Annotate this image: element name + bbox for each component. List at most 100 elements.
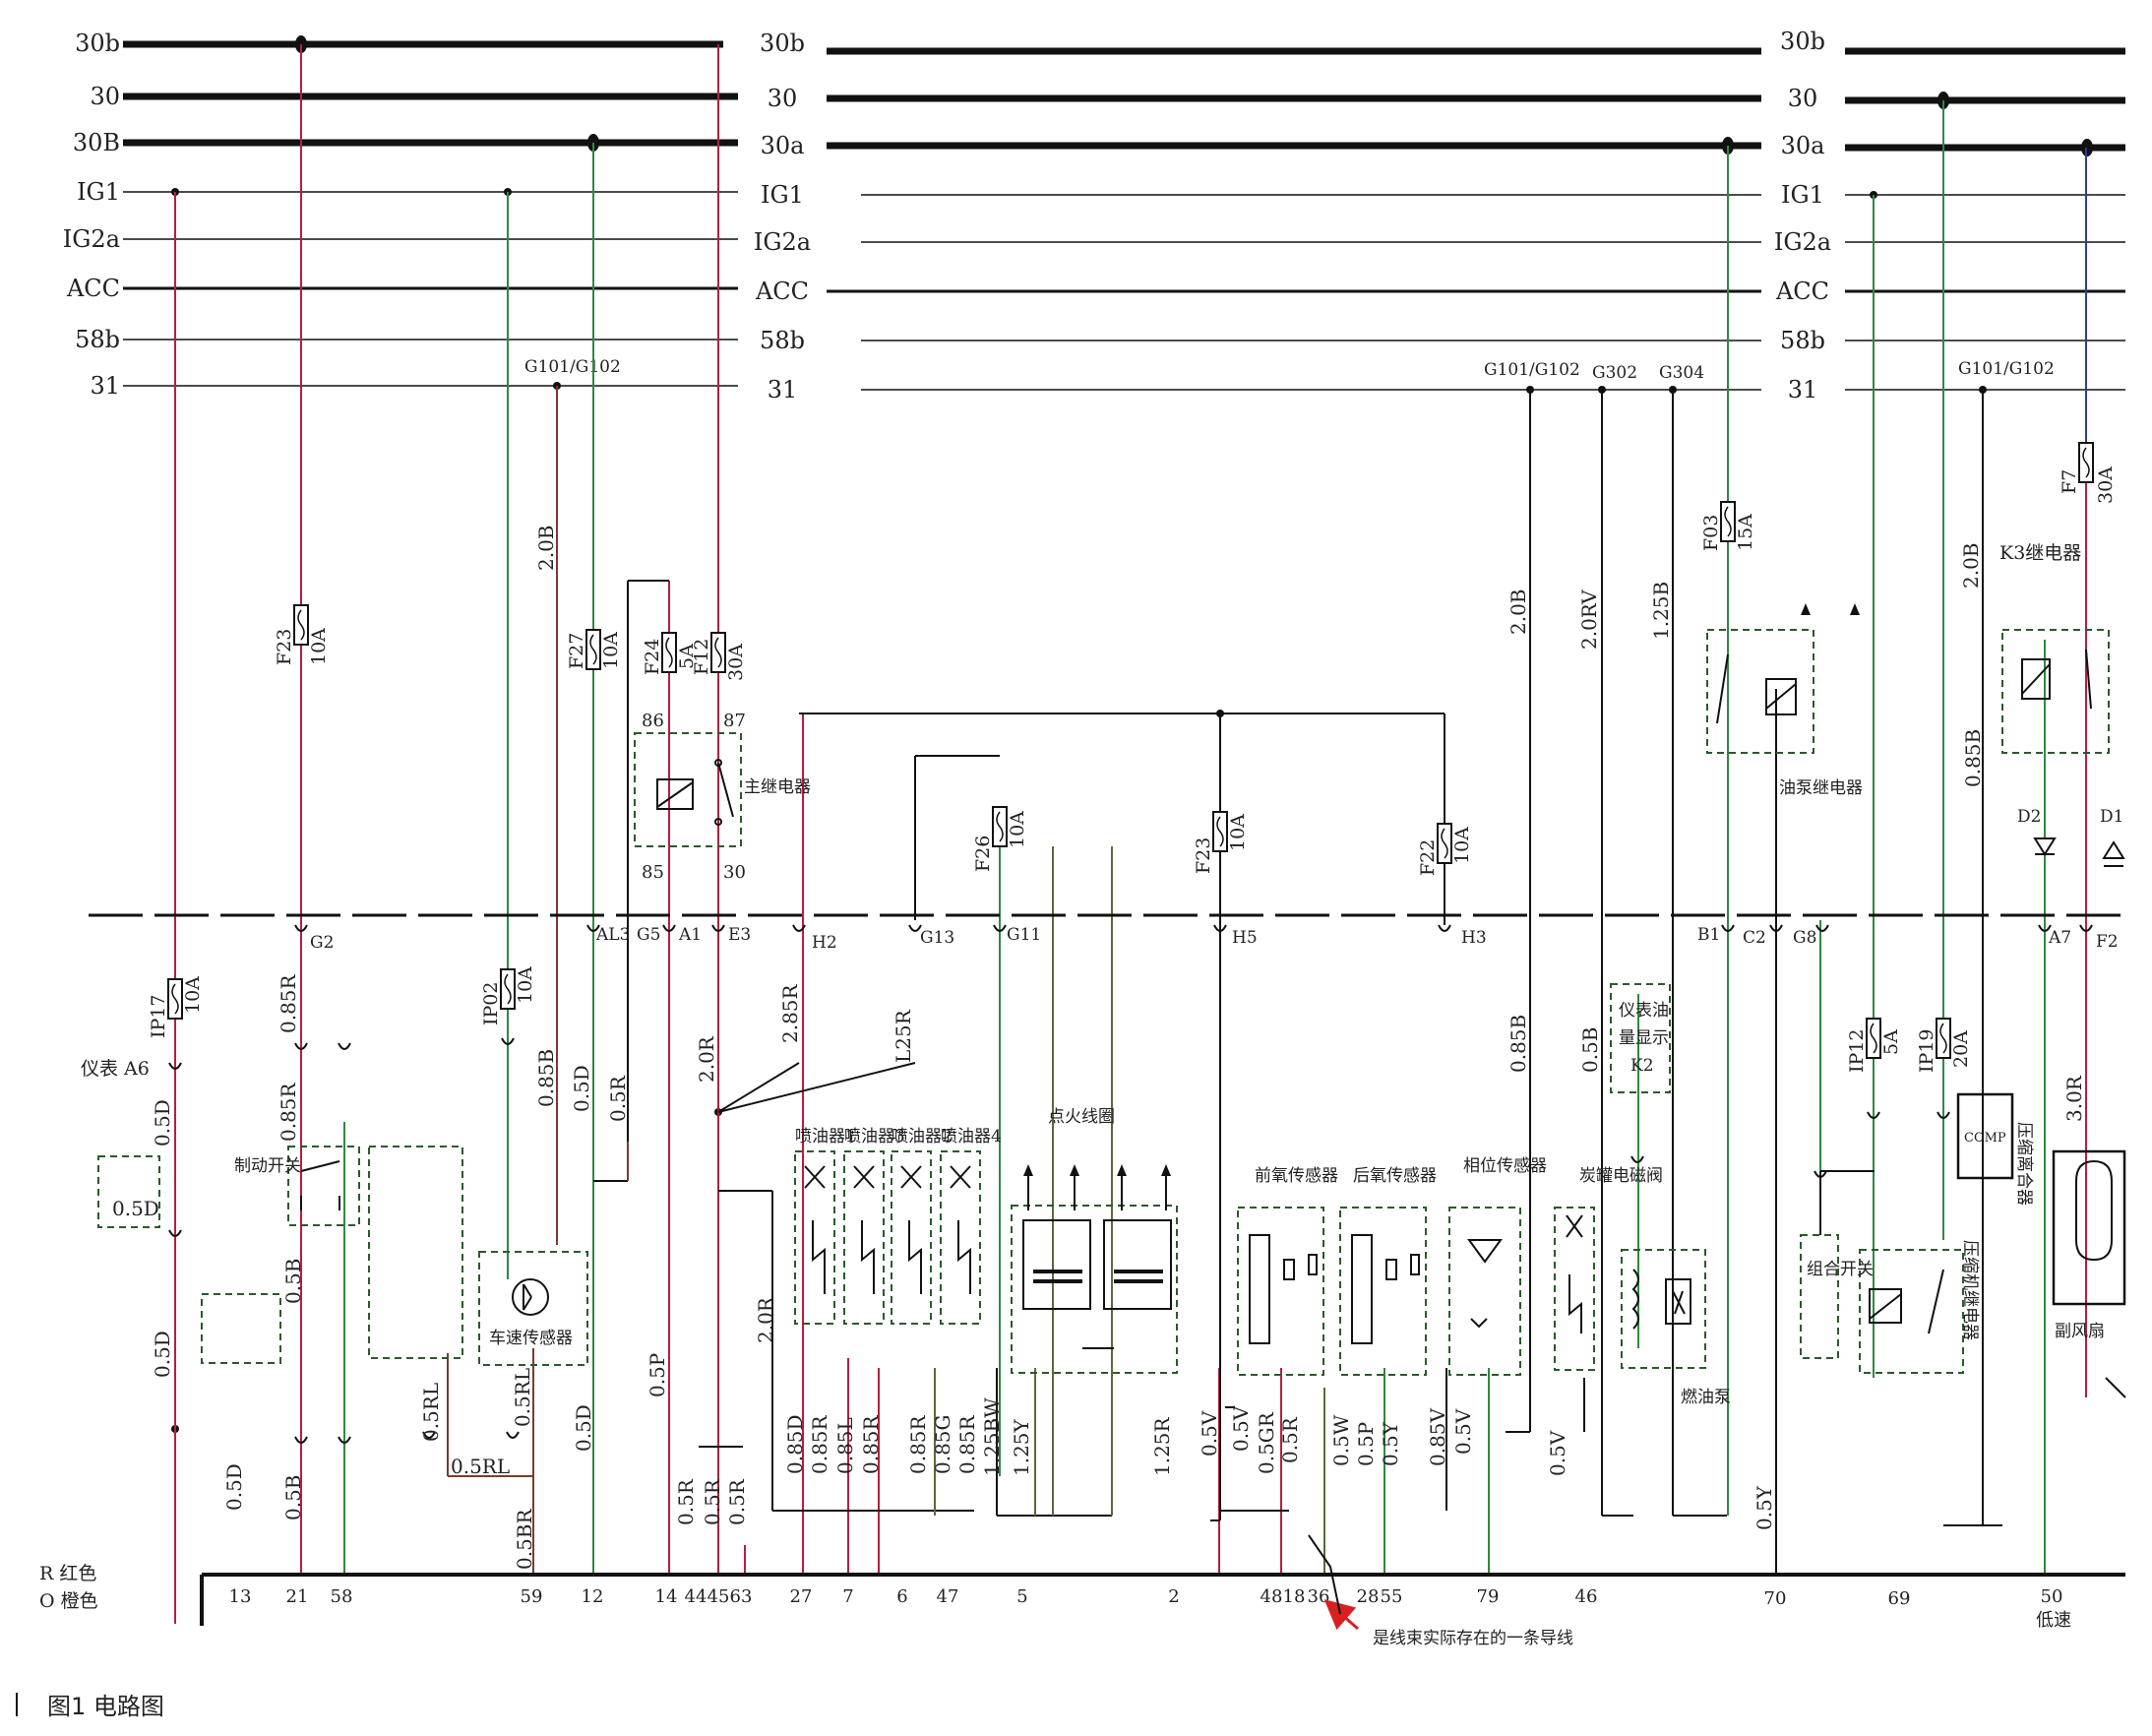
rail-label-right-30: 30	[1788, 85, 1818, 112]
conn-b1: B1	[1697, 925, 1720, 945]
conn-f2: F2	[2096, 932, 2119, 952]
wire-lower-40: 0.85V	[1426, 1407, 1449, 1466]
ecu-pin-labels: 13 21 58 59 12 14 44 45 63 27 7 6 47 5 2…	[229, 1586, 2071, 1631]
wire-lower-38: 0.5P	[1354, 1422, 1378, 1466]
rail-label-30: 30	[90, 83, 120, 110]
injector-1-box	[794, 1150, 835, 1325]
wire-lower-25: 0.85L	[833, 1417, 857, 1474]
ac-relay-box	[1859, 1249, 1964, 1374]
wire-upper-1: 2.0B	[534, 525, 558, 571]
ecu-pin-46: 46	[1575, 1586, 1598, 1607]
wire-lower-1: 0.5D	[112, 1197, 159, 1220]
wire-lower-4: 0.85R	[277, 1082, 300, 1142]
conn-g2: G2	[310, 933, 334, 953]
wire-lower-28: 0.85G	[931, 1414, 954, 1474]
fuse-f23b-label: F23	[1193, 837, 1214, 874]
rail-label-right-30b: 30b	[1780, 28, 1825, 55]
rail-label-right-ig1: IG1	[1781, 181, 1824, 209]
injector-3-label: 喷油器3	[844, 1127, 905, 1147]
phase-sensor-box	[1448, 1207, 1521, 1376]
ecu-pin-13: 13	[229, 1586, 252, 1607]
fuse-ip19-rating: 20A	[1950, 1030, 1972, 1068]
fuse-f12-label: F12	[691, 639, 712, 675]
conn-h2: H2	[812, 933, 837, 953]
rear-o2-label: 后氧传感器	[1353, 1166, 1437, 1186]
fuse-f7-label: F7	[2059, 469, 2080, 494]
main-relay-box	[634, 732, 742, 847]
wire-upper-6: 0.85B	[1961, 729, 1985, 787]
injector-4-label: 喷油器4	[941, 1127, 1002, 1147]
wire-upper-2: 2.0B	[1506, 589, 1530, 635]
wire-lower-30: 1.25BW	[980, 1397, 1004, 1476]
wire-lower-6: 0.5B	[281, 1474, 305, 1520]
wire-lower-35: 0.5GR	[1255, 1411, 1278, 1474]
figure-caption: 图1 电路图	[47, 1693, 164, 1720]
wire-lower-42: 0.85B	[1506, 1015, 1530, 1073]
conn-a1: A1	[678, 925, 702, 945]
component-boxes	[97, 629, 2110, 1376]
wire-lower-24: 0.85R	[808, 1414, 831, 1474]
fuse-ip17-label: IP17	[148, 995, 169, 1038]
rail-labels-mid: 30b 30 30a IG1 IG2a ACC 58b 31	[754, 30, 811, 403]
ecu-pin-45: 45	[707, 1586, 730, 1607]
ecu-pin-79: 79	[1477, 1586, 1500, 1607]
fuel-gauge-box	[1610, 983, 1671, 1093]
junction-dots	[171, 35, 2093, 1433]
rail-label-mid-ig1: IG1	[761, 181, 804, 209]
rail-label-30B: 30B	[73, 129, 120, 156]
conn-g5: G5	[637, 925, 660, 945]
wire-lower-9: 0.5R	[606, 1075, 630, 1122]
rail-label-ig1: IG1	[77, 178, 120, 206]
k3-relay-box	[2001, 629, 2110, 754]
rail-label-31: 31	[90, 372, 120, 400]
front-o2-box	[1237, 1207, 1324, 1376]
ecu-pin-47: 47	[937, 1586, 959, 1607]
fuel-pump-label: 燃油泵	[1681, 1388, 1731, 1407]
upper-wire-labels: 2.0B 2.0B 2.0RV 1.25B 2.0B 0.85B	[534, 525, 1985, 787]
ground-label-4: G304	[1659, 363, 1704, 383]
ecu-pin-69: 69	[1888, 1588, 1911, 1609]
wire-lower-16: 2.0R	[695, 1035, 718, 1083]
fuse-f24-label: F24	[642, 639, 663, 675]
fuse-f27-rating: 10A	[600, 632, 622, 669]
ecu-pin-2: 2	[1168, 1586, 1179, 1607]
rail-labels-right: 30b 30 30a IG1 IG2a ACC 58b 31	[1774, 28, 1831, 403]
ground-label-1: G101/G102	[524, 357, 621, 377]
ground-labels: G101/G102 G101/G102 G302 G304 G101/G102	[524, 357, 2055, 383]
relay-pin-labels: 86 87 85 30	[642, 711, 746, 883]
fuse-ip17-rating: 10A	[182, 976, 204, 1014]
rail-label-right-30a: 30a	[1781, 132, 1825, 159]
injector-2-box	[891, 1150, 932, 1325]
ignition-coil-box	[1011, 1205, 1178, 1374]
fuse-f23-label: F23	[274, 629, 295, 665]
ecu-pin-44: 44	[685, 1586, 707, 1607]
injector-4-box	[940, 1150, 981, 1325]
relay-pin-85: 85	[642, 862, 664, 883]
canister-valve-label: 炭罐电磁阀	[1579, 1166, 1663, 1186]
conn-al3: AL3	[595, 925, 630, 945]
front-o2-label: 前氧传感器	[1255, 1166, 1338, 1186]
ecu-pin-28: 28	[1357, 1586, 1380, 1607]
ecu-pin-12: 12	[582, 1586, 604, 1607]
wire-lower-47: 0.5D	[222, 1463, 246, 1511]
comp-icon: COMP	[1964, 1131, 2006, 1146]
fuel-pump-box	[1621, 1249, 1706, 1369]
wire-lower-0: 0.5D	[151, 1099, 174, 1147]
conn-e3: E3	[728, 925, 751, 945]
conn-h5: H5	[1232, 928, 1258, 948]
conn-a7: A7	[2048, 928, 2071, 948]
ecu-pin-6: 6	[896, 1586, 907, 1607]
injector-1-label: 喷油器1	[795, 1127, 856, 1147]
conn-g13: G13	[920, 928, 954, 948]
conn-g8: G8	[1793, 928, 1816, 948]
sensor-symbols	[1249, 1159, 2113, 1344]
injector-3-box	[843, 1150, 885, 1325]
main-relay-label: 主继电器	[744, 777, 811, 797]
ecu-module-box	[368, 1146, 463, 1359]
connector-labels: G2 AL3 G5 A1 E3 H2 G13 G11 H5 H3 B1 C2 G…	[310, 925, 2119, 953]
wire-upper-4: 1.25B	[1649, 582, 1673, 640]
rail-label-mid-30a: 30a	[761, 132, 805, 159]
ac-compressor-label: 压缩离合器	[2014, 1122, 2034, 1206]
ecu-pin-note-low-speed: 低速	[2036, 1610, 2071, 1631]
wire-lower-5: 0.5B	[281, 1258, 305, 1304]
